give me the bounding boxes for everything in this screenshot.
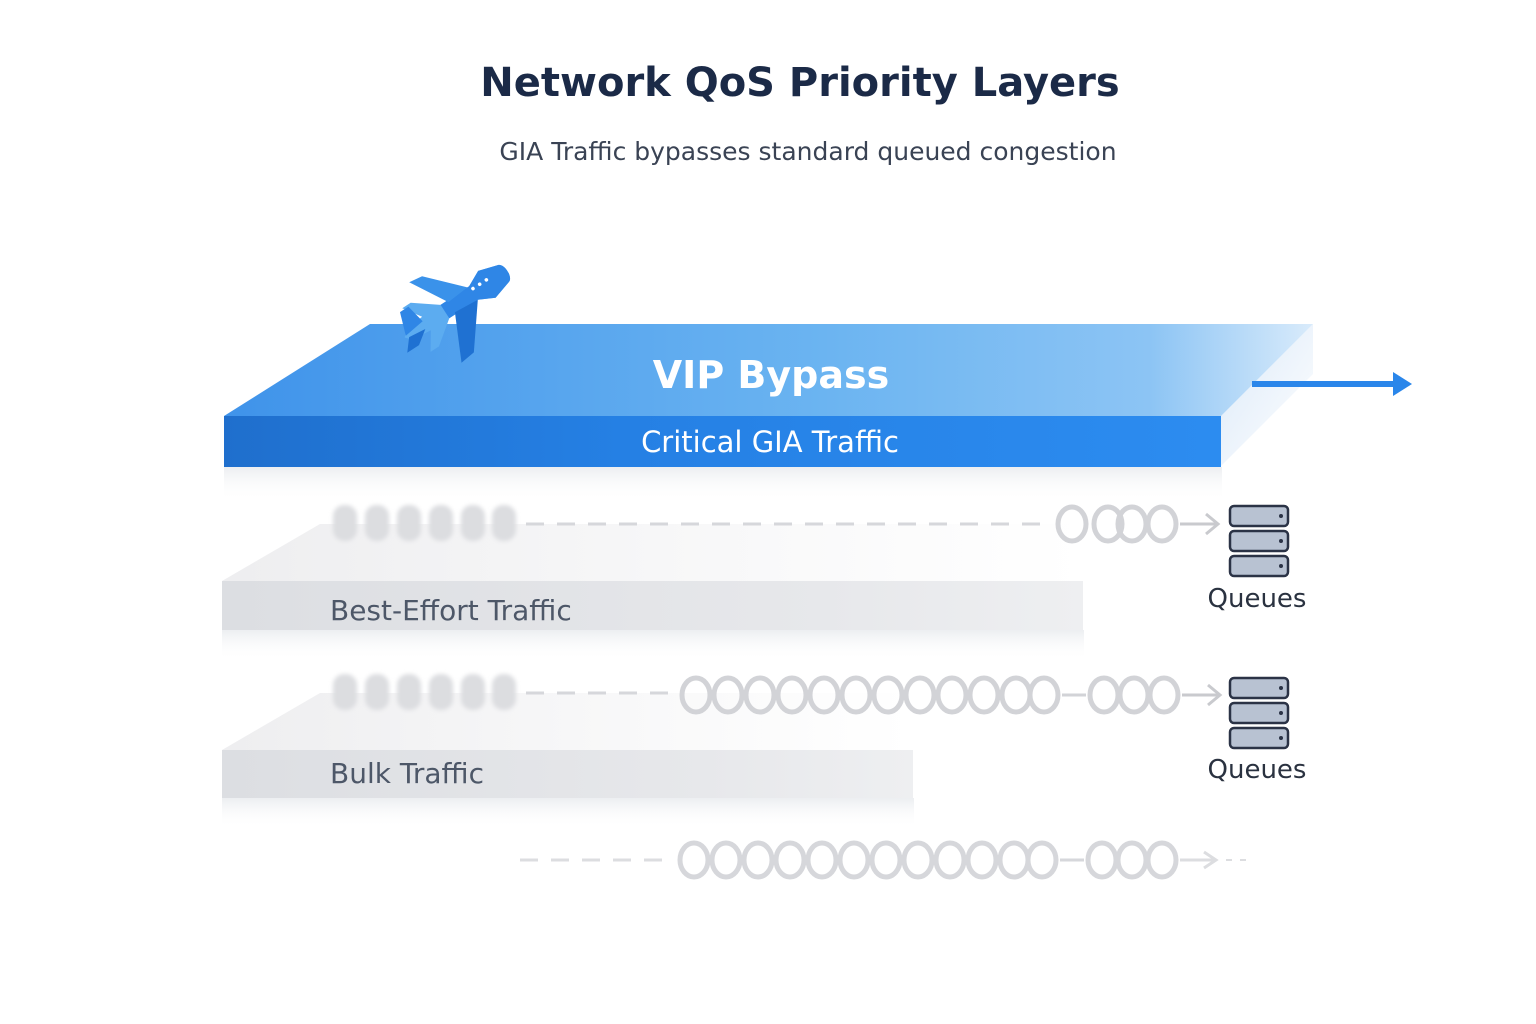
vip-bypass-layer: VIP Bypass Critical GIA Traffic [224,265,1412,501]
bulk-queue-label: Queues [1208,755,1307,785]
best-effort-queue-arrow [1180,512,1221,536]
vip-layer-shadow [224,467,1222,501]
vip-layer-top [224,324,1313,416]
airplane-icon [399,265,511,363]
best-effort-label: Best-Effort Traffic [330,594,572,627]
overflow-arrow [1180,850,1246,870]
page-title: Network QoS Priority Layers [480,60,1119,106]
bulk-packet-queue [333,674,516,710]
vip-layer-subtitle: Critical GIA Traffic [641,425,899,459]
bulk-layer-shadow [222,798,914,828]
overflow-flow [520,840,1246,880]
bypass-arrow [1252,372,1412,396]
bulk-packet-rings [679,675,1181,715]
vip-layer-title: VIP Bypass [653,353,889,397]
best-effort-layer-shadow [222,630,1084,660]
vip-layer-side [1221,324,1313,466]
best-effort-layer-front [222,581,1083,630]
page-subtitle: GIA Traffic bypasses standard queued con… [499,137,1116,166]
bulk-label: Bulk Traffic [330,757,484,790]
server-stack-icon [1228,504,1290,578]
overflow-packet-rings [677,840,1179,880]
best-effort-queue-label: Queues [1208,584,1307,614]
best-effort-packet-queue [333,505,516,541]
best-effort-packet-rings [1055,504,1179,544]
vip-layer-front [224,416,1221,467]
best-effort-layer: Best-Effort Traffic [222,504,1307,660]
bulk-layer: Bulk Traffic [222,674,1306,828]
bulk-queue-arrow [1182,683,1223,707]
bulk-layer-front [222,750,913,798]
server-stack-icon [1228,676,1290,750]
